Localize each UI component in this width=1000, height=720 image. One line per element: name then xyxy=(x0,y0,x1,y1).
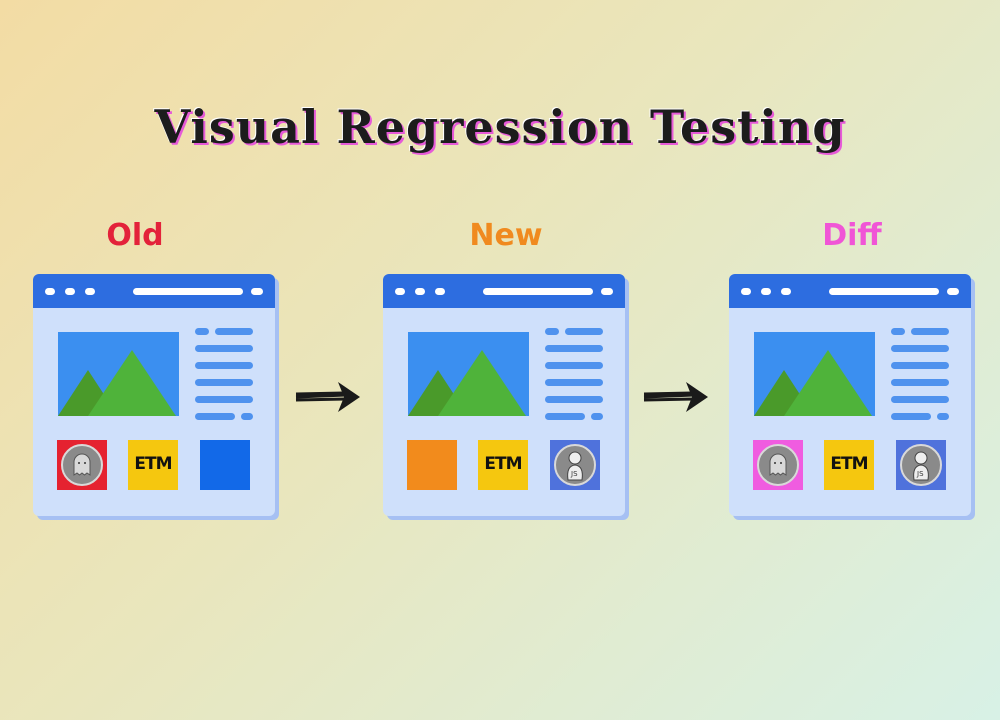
diff-browser-window: ETM JS xyxy=(729,274,971,516)
etm-logo-tile: ETM xyxy=(128,440,178,490)
window-dot xyxy=(65,288,75,295)
mountain-image-icon xyxy=(58,332,179,416)
diff-label: Diff xyxy=(822,218,882,253)
window-dot xyxy=(741,288,751,295)
menu-pill xyxy=(251,288,263,295)
address-bar xyxy=(483,288,593,295)
diagram-title: Visual Regression Testing xyxy=(154,100,846,154)
old-browser-window: ETM xyxy=(33,274,275,516)
window-dot xyxy=(395,288,405,295)
ghost-avatar-tile xyxy=(753,440,803,490)
address-bar xyxy=(829,288,939,295)
old-label: Old xyxy=(106,218,164,253)
window-dot xyxy=(435,288,445,295)
window-dot xyxy=(45,288,55,295)
window-dot xyxy=(85,288,95,295)
js-avatar-tile: JS xyxy=(896,440,946,490)
etm-logo-tile: ETM xyxy=(478,440,528,490)
arrow-right-icon xyxy=(643,382,708,412)
menu-pill xyxy=(947,288,959,295)
menu-pill xyxy=(601,288,613,295)
window-dot xyxy=(781,288,791,295)
etm-logo-text: ETM xyxy=(134,454,172,474)
window-titlebar xyxy=(729,274,971,308)
new-browser-window: ETM JS xyxy=(383,274,625,516)
window-titlebar xyxy=(33,274,275,308)
js-character-icon: JS xyxy=(554,444,596,486)
etm-logo-tile: ETM xyxy=(824,440,874,490)
etm-logo-text: ETM xyxy=(830,454,868,474)
etm-logo-text: ETM xyxy=(484,454,522,474)
window-dot xyxy=(761,288,771,295)
orange-square-tile xyxy=(407,440,457,490)
mountain-image-icon xyxy=(754,332,875,416)
js-avatar-tile: JS xyxy=(550,440,600,490)
window-titlebar xyxy=(383,274,625,308)
svg-text:JS: JS xyxy=(916,470,924,478)
arrow-right-icon xyxy=(295,382,360,412)
address-bar xyxy=(133,288,243,295)
svg-text:JS: JS xyxy=(570,470,578,478)
window-dot xyxy=(415,288,425,295)
js-character-icon: JS xyxy=(900,444,942,486)
blue-square-tile xyxy=(200,440,250,490)
ghost-icon xyxy=(61,444,103,486)
ghost-avatar-tile xyxy=(57,440,107,490)
new-label: New xyxy=(469,218,543,253)
mountain-image-icon xyxy=(408,332,529,416)
ghost-icon xyxy=(757,444,799,486)
